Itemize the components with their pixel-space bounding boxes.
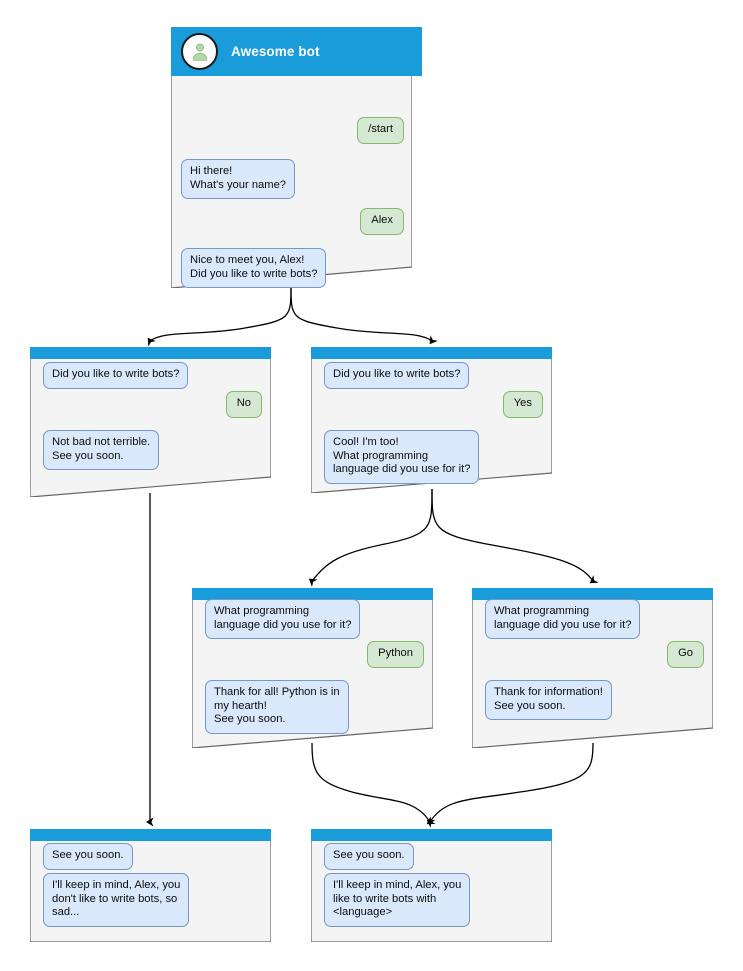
message-row: What programming language did you use fo… xyxy=(485,599,705,640)
ending-happy-node[interactable]: See you soon. I'll keep in mind, Alex, y… xyxy=(311,829,552,942)
python-branch-node[interactable]: What programming language did you use fo… xyxy=(192,588,433,748)
edge-root-to-yes xyxy=(290,285,438,345)
bot-message-bubble[interactable]: Thank for information! See you soon. xyxy=(485,680,612,721)
node-header-bar xyxy=(311,347,552,359)
message-row: Nice to meet you, Alex! Did you like to … xyxy=(181,248,404,289)
message-row: Python xyxy=(200,641,424,668)
node-header-bar xyxy=(30,347,271,359)
bot-message-bubble[interactable]: Hi there! What's your name? xyxy=(181,159,296,200)
message-row: Thank for all! Python is in my hearth! S… xyxy=(205,680,425,734)
go-branch-node[interactable]: What programming language did you use fo… xyxy=(472,588,713,748)
node-header-bar xyxy=(192,588,433,600)
bot-message-bubble[interactable]: Did you like to write bots? xyxy=(324,362,470,389)
bot-message-bubble[interactable]: Nice to meet you, Alex! Did you like to … xyxy=(181,248,327,289)
message-row: Thank for information! See you soon. xyxy=(485,680,705,721)
message-row: /start xyxy=(179,117,404,144)
message-row: I'll keep in mind, Alex, you like to wri… xyxy=(324,873,544,927)
bot-message-bubble[interactable]: Not bad not terrible. See you soon. xyxy=(43,430,160,471)
no-branch-node[interactable]: Did you like to write bots? No Not bad n… xyxy=(30,347,271,497)
message-row: Go xyxy=(480,641,704,668)
edge-go-to-end-happy xyxy=(426,742,594,828)
message-row: Yes xyxy=(319,391,543,418)
message-row: Did you like to write bots? xyxy=(43,362,263,389)
node-header-bar xyxy=(311,829,552,841)
node-titlebar: Awesome bot xyxy=(171,27,422,76)
edge-yes-to-python xyxy=(308,488,433,587)
message-row: Hi there! What's your name? xyxy=(181,159,404,200)
bot-message-bubble[interactable]: What programming language did you use fo… xyxy=(485,599,641,640)
bot-message-bubble[interactable]: I'll keep in mind, Alex, you like to wri… xyxy=(324,873,471,927)
edge-python-to-end-happy xyxy=(311,742,436,825)
edge-root-to-no xyxy=(147,285,292,347)
edge-yes-to-go xyxy=(431,488,599,584)
user-message-bubble[interactable]: Python xyxy=(367,641,424,668)
awesome-bot-root[interactable]: Awesome bot /start Hi there! What's your… xyxy=(171,27,422,289)
bot-message-bubble[interactable]: See you soon. xyxy=(324,843,414,870)
node-shape xyxy=(171,27,412,288)
bot-message-bubble[interactable]: Thank for all! Python is in my hearth! S… xyxy=(205,680,349,734)
message-row: Not bad not terrible. See you soon. xyxy=(43,430,263,471)
user-message-bubble[interactable]: Yes xyxy=(502,391,543,418)
user-message-bubble[interactable]: /start xyxy=(357,117,404,144)
node-header-bar xyxy=(472,588,713,600)
message-row: Alex xyxy=(179,208,404,235)
node-header-bar xyxy=(30,829,271,841)
user-message-bubble[interactable]: Go xyxy=(667,641,704,668)
user-message-bubble[interactable]: Alex xyxy=(360,208,404,235)
bot-message-bubble[interactable]: Did you like to write bots? xyxy=(43,362,189,389)
message-row: Cool! I'm too! What programming language… xyxy=(324,430,544,484)
bot-message-bubble[interactable]: I'll keep in mind, Alex, you don't like … xyxy=(43,873,190,927)
ending-sad-node[interactable]: See you soon. I'll keep in mind, Alex, y… xyxy=(30,829,271,942)
message-row: What programming language did you use fo… xyxy=(205,599,425,640)
message-row: I'll keep in mind, Alex, you don't like … xyxy=(43,873,263,927)
message-row: See you soon. xyxy=(43,843,263,870)
bot-name-label: Awesome bot xyxy=(231,44,320,59)
message-row: No xyxy=(38,391,262,418)
message-row: See you soon. xyxy=(324,843,544,870)
bot-message-bubble[interactable]: What programming language did you use fo… xyxy=(205,599,361,640)
bot-message-bubble[interactable]: Cool! I'm too! What programming language… xyxy=(324,430,480,484)
yes-branch-node[interactable]: Did you like to write bots? Yes Cool! I'… xyxy=(311,347,552,493)
message-row: Did you like to write bots? xyxy=(324,362,544,389)
person-avatar-icon xyxy=(181,33,218,70)
user-message-bubble[interactable]: No xyxy=(225,391,262,418)
bot-message-bubble[interactable]: See you soon. xyxy=(43,843,133,870)
